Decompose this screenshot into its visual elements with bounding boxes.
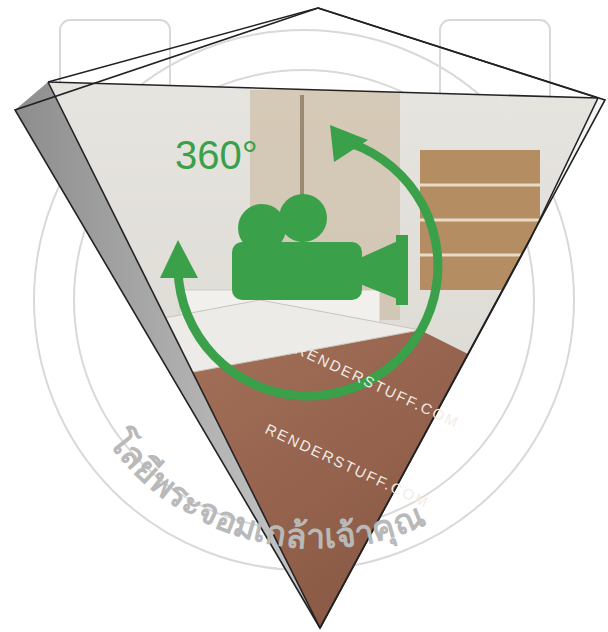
angle-label: 360° — [175, 133, 258, 178]
cube-edges — [15, 8, 605, 628]
